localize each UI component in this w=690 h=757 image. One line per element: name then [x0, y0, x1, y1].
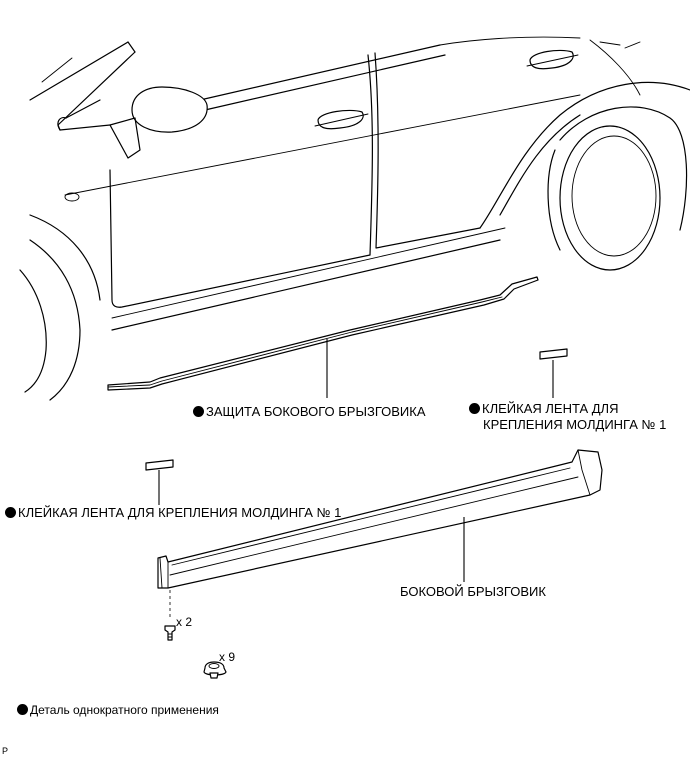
legend-non-reusable: Деталь однократного применения	[17, 703, 219, 718]
figure-code: P	[2, 746, 9, 756]
adhesive-tape-pieces	[145, 348, 568, 471]
screw-quantity: x 2	[176, 615, 193, 629]
label-adhesive-tape-right: КЛЕЙКАЯ ЛЕНТА ДЛЯ	[469, 401, 618, 416]
label-adhesive-tape-left: КЛЕЙКАЯ ЛЕНТА ДЛЯ КРЕПЛЕНИЯ МОЛДИНГА № 1	[5, 505, 341, 520]
non-reusable-bullet-icon	[5, 507, 16, 518]
label-adhesive-tape-right-line2: КРЕПЛЕНИЯ МОЛДИНГА № 1	[483, 417, 667, 432]
label-side-mudguard: БОКОВОЙ БРЫЗГОВИК	[400, 584, 546, 599]
clip-quantity: x 9	[219, 650, 236, 664]
car-body	[19, 36, 690, 401]
screw-icon	[164, 625, 176, 641]
label-side-mudguard-protector: ЗАЩИТА БОКОВОГО БРЫЗГОВИКА	[193, 404, 426, 419]
clip-icon	[203, 661, 227, 679]
leader-lines	[158, 339, 554, 620]
side-mudguard	[157, 449, 603, 589]
non-reusable-bullet-icon	[469, 403, 480, 414]
non-reusable-bullet-icon	[193, 406, 204, 417]
non-reusable-bullet-icon	[17, 704, 28, 715]
side-mudguard-protector	[107, 276, 539, 391]
